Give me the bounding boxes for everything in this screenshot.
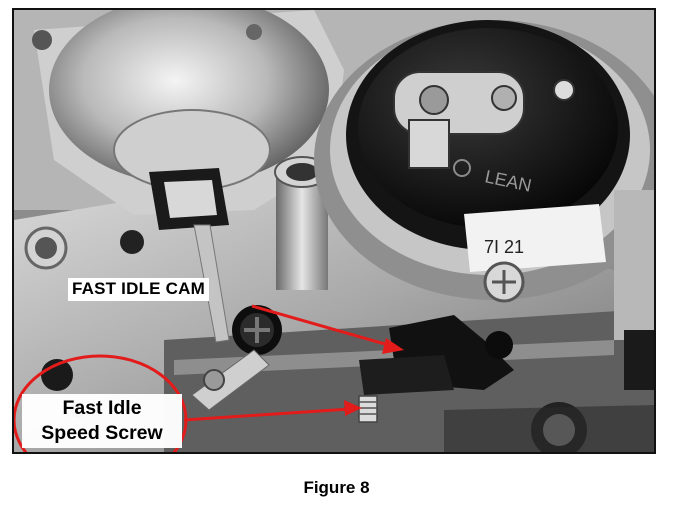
figure-caption: Figure 8 [303, 478, 370, 497]
screw-label-line-1: Fast Idle [62, 397, 142, 419]
fast-idle-cam-label: FAST IDLE CAM [68, 278, 209, 301]
screw-arrow-line [183, 407, 351, 422]
cam-arrow-head [382, 338, 404, 354]
carburetor-photo: LEAN 7I 21 [14, 10, 654, 452]
fast-idle-speed-screw-label: Fast Idle Speed Screw [22, 394, 182, 448]
figure-photo-frame: LEAN 7I 21 FAST IDLE CAM Fast Idle Speed… [12, 8, 656, 454]
screw-arrow-head [344, 400, 362, 416]
cam-arrow-line [251, 304, 393, 348]
screw-label-line-2: Speed Screw [41, 422, 163, 444]
choke-sticker-text: 7I 21 [484, 237, 524, 257]
